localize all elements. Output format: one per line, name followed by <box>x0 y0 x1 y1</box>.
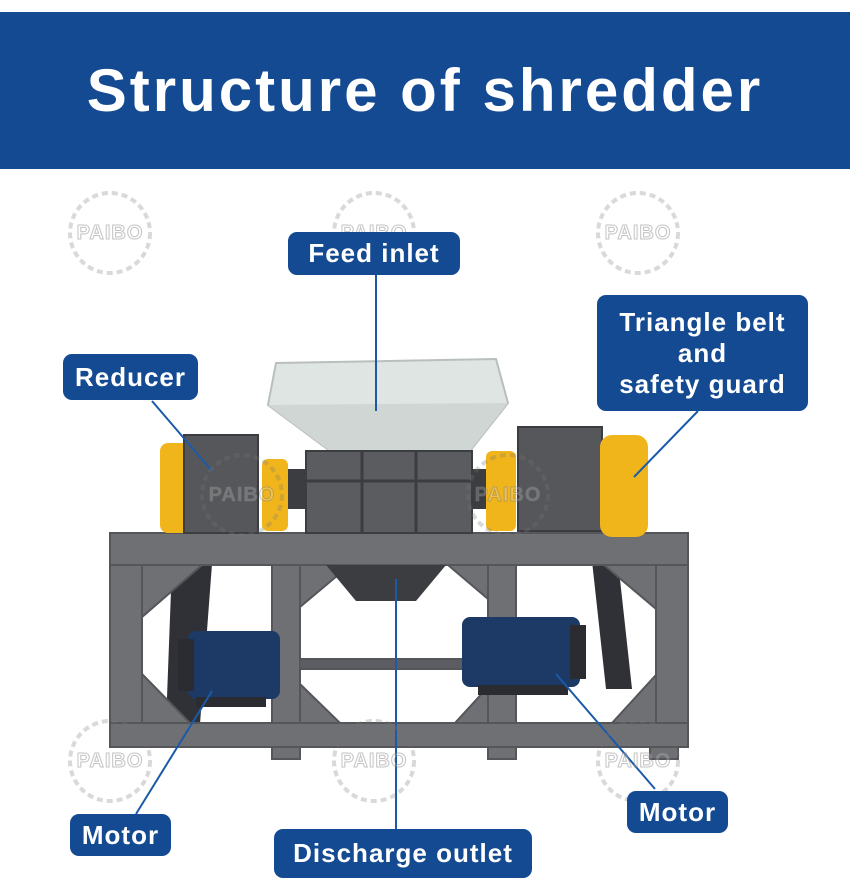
label-triangle-belt-line: Triangle belt <box>619 306 786 337</box>
label-triangle-belt-line: and <box>677 337 728 368</box>
watermark-logo: PAIBO <box>64 187 156 279</box>
machine-frame <box>109 532 689 760</box>
label-feed-inlet: Feed inlet <box>288 232 460 275</box>
right-yellow-guard <box>600 435 648 537</box>
watermark-logo: PAIBO <box>592 187 684 279</box>
page-title: Structure of shredder <box>86 57 764 124</box>
watermark-logo: PAIBO <box>328 715 420 807</box>
leader-motor-right <box>555 673 656 790</box>
label-motor-right: Motor <box>627 791 728 833</box>
label-motor-left: Motor <box>70 814 171 856</box>
label-reducer: Reducer <box>63 354 198 400</box>
diagram-area: PAIBO PAIBO PAIBO PAIBO PAIBO PAIBO PAIB… <box>0 169 850 891</box>
watermark-logo: PAIBO <box>196 449 288 541</box>
right-belt-housing <box>592 561 632 689</box>
left-motor-shape <box>178 631 280 707</box>
discharge-chute-shape <box>326 565 446 601</box>
label-triangle-belt: Triangle belt and safety guard <box>597 295 808 411</box>
leader-triangle-belt <box>633 410 699 478</box>
title-banner: Structure of shredder <box>0 12 850 169</box>
left-reducer-shape <box>183 434 259 534</box>
watermark-logo: PAIBO <box>462 449 554 541</box>
cutting-box-shape <box>305 450 473 534</box>
right-motor-shape <box>462 617 586 695</box>
watermark-logo: PAIBO <box>64 715 156 807</box>
shredder-illustration <box>109 274 699 829</box>
label-discharge-outlet: Discharge outlet <box>274 829 532 878</box>
leader-motor-left <box>135 690 213 815</box>
leader-lines <box>135 274 699 829</box>
label-triangle-belt-line: safety guard <box>619 368 786 399</box>
leader-reducer <box>151 400 213 472</box>
